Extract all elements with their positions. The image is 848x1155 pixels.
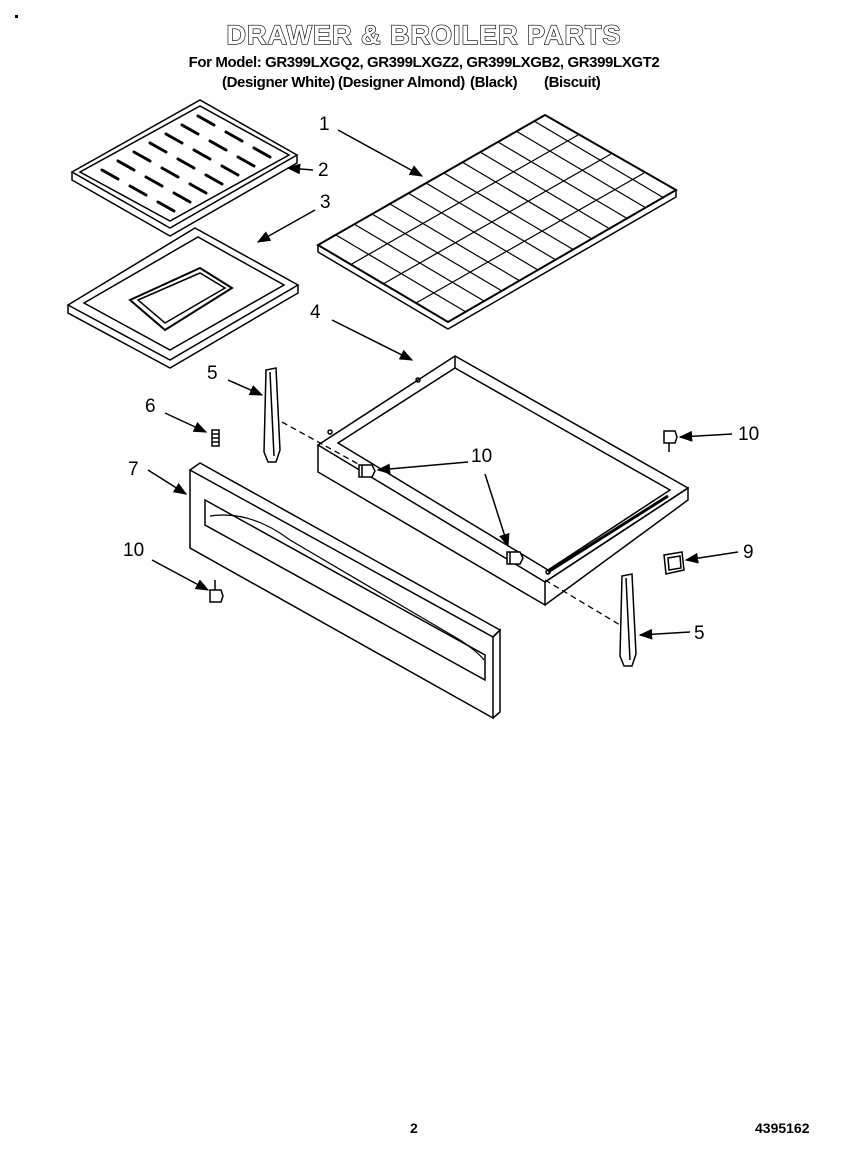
variant-black: (Black): [470, 74, 518, 91]
callout-2: 2: [318, 160, 329, 181]
storage-drawer-part: [316, 355, 690, 607]
leader-arrow-2: [286, 163, 314, 175]
drawer-clip-part: [663, 551, 685, 575]
callout-5-left: 5: [207, 363, 218, 384]
leader-arrow-4: [331, 319, 414, 361]
callout-10-left: 10: [123, 540, 144, 561]
glide-alignment-line-right: [544, 579, 621, 626]
leader-arrow-7: [147, 469, 188, 495]
screw-part-10-top-right: [663, 430, 678, 452]
leader-arrows: [147, 129, 739, 640]
callout-3: 3: [320, 192, 331, 213]
model-list: For Model: GR399LXGQ2, GR399LXGZ2, GR399…: [188, 54, 660, 71]
screw-part-6: [211, 429, 220, 447]
variant-designer-almond: (Designer Almond): [338, 74, 465, 91]
drawer-glide-part-left: [263, 367, 281, 463]
leader-arrow-10-center-a: [376, 461, 469, 475]
callout-1: 1: [319, 114, 330, 135]
callout-6: 6: [145, 396, 156, 417]
variant-designer-white: (Designer White): [222, 74, 335, 91]
drawer-glide-part-right: [619, 573, 637, 667]
variant-biscuit: (Biscuit): [544, 74, 601, 91]
leader-arrow-10-top-right: [678, 430, 733, 442]
leader-arrow-3: [256, 209, 316, 243]
callout-4: 4: [310, 302, 321, 323]
leader-arrow-10-left: [151, 559, 210, 591]
leader-arrow-5-right: [638, 628, 691, 640]
screw-part-10-drawer-left: [358, 464, 376, 478]
callout-10-center: 10: [471, 446, 492, 467]
screw-part-10-panel: [209, 580, 224, 603]
glide-alignment-line-left: [281, 421, 361, 466]
leader-arrow-10-center-b: [484, 473, 510, 548]
document-number: 4395162: [755, 1120, 810, 1136]
callout-7: 7: [128, 459, 139, 480]
callout-10-top-right: 10: [738, 424, 759, 445]
corner-mark: [15, 15, 18, 18]
leader-arrow-5-left: [227, 379, 264, 396]
page-title: DRAWER & BROILER PARTS: [226, 19, 622, 50]
callout-9: 9: [743, 542, 754, 563]
leader-arrow-9: [684, 551, 739, 564]
color-variants: (Designer White) (Designer Almond) (Blac…: [222, 74, 622, 92]
leader-arrow-1: [337, 129, 424, 177]
broiler-grid-part: [70, 99, 299, 237]
callout-5-right: 5: [694, 623, 705, 644]
screw-part-10-drawer-right: [506, 551, 524, 565]
drawer-front-panel-part: [188, 462, 502, 720]
broiler-pan-part: [66, 227, 300, 369]
leader-arrow-6: [164, 412, 208, 433]
page-number: 2: [410, 1120, 418, 1136]
oven-rack-part: [316, 113, 679, 330]
